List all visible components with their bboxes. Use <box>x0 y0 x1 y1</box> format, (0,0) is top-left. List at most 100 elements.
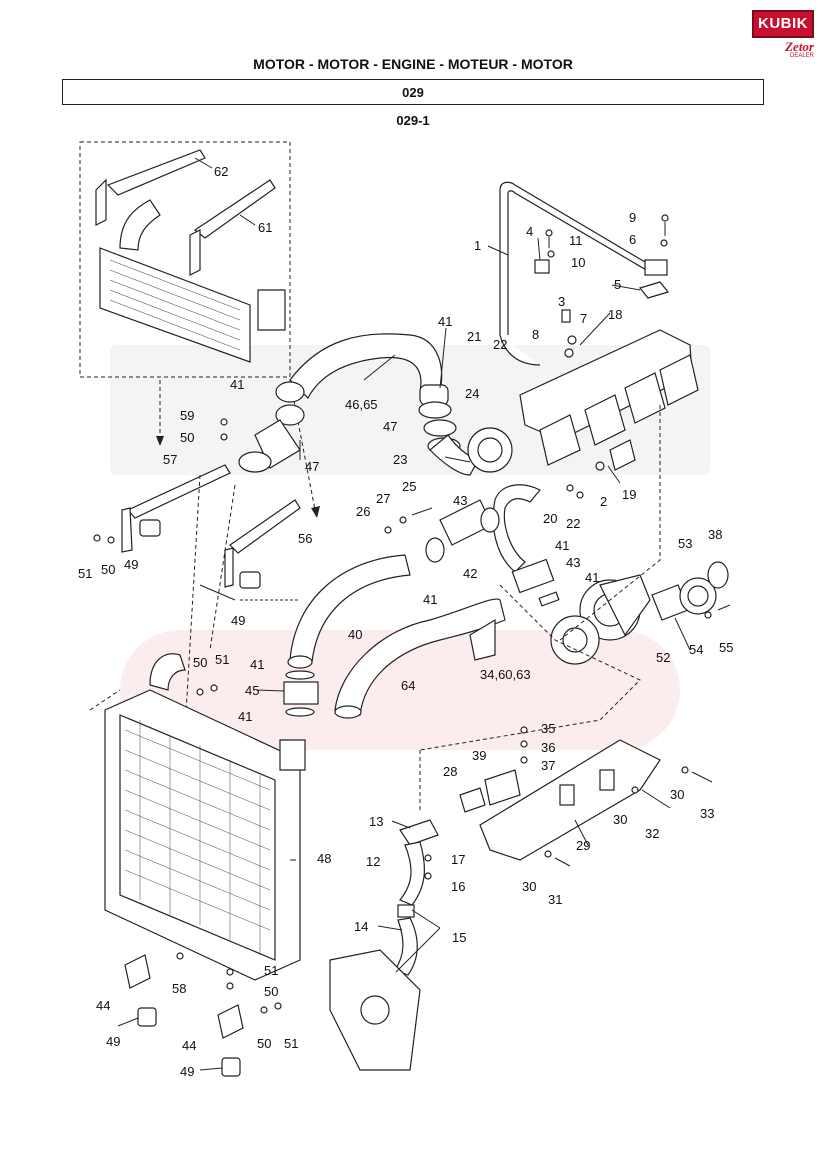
part-labels: 62 61 9 6 1 4 11 10 5 3 7 41 21 22 8 18 … <box>78 164 733 1079</box>
label-58: 58 <box>172 981 186 996</box>
label-42: 42 <box>463 566 477 581</box>
label-22b: 22 <box>566 516 580 531</box>
label-37: 37 <box>541 758 555 773</box>
intercooler-48 <box>104 653 306 981</box>
figure-code: 029-1 <box>396 113 430 128</box>
label-4: 4 <box>526 224 533 239</box>
label-52: 52 <box>656 650 670 665</box>
label-47a: 47 <box>383 419 397 434</box>
label-46-65: 46,65 <box>345 397 378 412</box>
label-51c: 51 <box>264 963 278 978</box>
label-11: 11 <box>569 233 583 248</box>
label-51b: 51 <box>215 652 229 667</box>
label-49c: 49 <box>106 1034 120 1049</box>
label-2: 2 <box>600 494 607 509</box>
label-24: 24 <box>465 386 479 401</box>
logo-brand: Zetor <box>785 39 814 54</box>
exploded-parts-diagram: 62 61 9 6 1 4 11 10 5 3 7 41 21 22 8 18 … <box>78 141 733 1079</box>
label-38: 38 <box>708 527 722 542</box>
label-51d: 51 <box>284 1036 298 1051</box>
label-48: 48 <box>317 851 331 866</box>
label-17: 17 <box>451 852 465 867</box>
label-50d: 50 <box>264 984 278 999</box>
label-49a: 49 <box>124 557 138 572</box>
bolts-and-washers <box>93 214 731 1014</box>
leader-lines <box>117 157 691 1071</box>
kubik-zetor-logo: KUBIK Zetor DEALER <box>752 10 814 59</box>
label-6: 6 <box>629 232 636 247</box>
label-41f: 41 <box>250 657 264 672</box>
label-22a: 22 <box>493 337 507 352</box>
label-29: 29 <box>576 838 590 853</box>
label-33: 33 <box>700 806 714 821</box>
label-44a: 44 <box>96 998 110 1013</box>
label-8: 8 <box>532 327 539 342</box>
label-49b: 49 <box>231 613 245 628</box>
label-41b: 41 <box>230 377 244 392</box>
label-51a: 51 <box>78 566 92 581</box>
label-3: 3 <box>558 294 565 309</box>
label-31: 31 <box>548 892 562 907</box>
label-30c: 30 <box>522 879 536 894</box>
label-5: 5 <box>614 277 621 292</box>
label-44b: 44 <box>182 1038 196 1053</box>
label-12: 12 <box>366 854 380 869</box>
label-9: 9 <box>629 210 636 225</box>
group-code-box: 029 <box>62 79 764 105</box>
label-30a: 30 <box>670 787 684 802</box>
label-41g: 41 <box>238 709 252 724</box>
label-7: 7 <box>580 311 587 326</box>
label-35: 35 <box>541 721 555 736</box>
label-18: 18 <box>608 307 622 322</box>
label-61: 61 <box>258 220 272 235</box>
label-56: 56 <box>298 531 312 546</box>
label-53: 53 <box>678 536 692 551</box>
label-26: 26 <box>356 504 370 519</box>
exhaust-manifold-18 <box>519 329 699 471</box>
label-30b: 30 <box>613 812 627 827</box>
label-43a: 43 <box>453 493 467 508</box>
label-16: 16 <box>451 879 465 894</box>
label-36: 36 <box>541 740 555 755</box>
label-45: 45 <box>245 683 259 698</box>
label-28: 28 <box>443 764 457 779</box>
turbocharger-34-60-63 <box>550 574 651 665</box>
label-50b: 50 <box>101 562 115 577</box>
label-50e: 50 <box>257 1036 271 1051</box>
label-23: 23 <box>393 452 407 467</box>
label-47b: 47 <box>305 459 319 474</box>
label-39: 39 <box>472 748 486 763</box>
label-25: 25 <box>402 479 416 494</box>
label-43b: 43 <box>566 555 580 570</box>
label-41e: 41 <box>423 592 437 607</box>
label-15: 15 <box>452 930 466 945</box>
label-55: 55 <box>719 640 733 655</box>
label-41c: 41 <box>555 538 569 553</box>
logo-tag: DEALER <box>789 53 814 59</box>
inset-intercooler <box>95 149 286 363</box>
label-41a: 41 <box>438 314 452 329</box>
label-1: 1 <box>474 238 481 253</box>
label-20: 20 <box>543 511 557 526</box>
label-50a: 50 <box>180 430 194 445</box>
label-64: 64 <box>401 678 415 693</box>
exhaust-manifold-29 <box>459 739 661 861</box>
label-57: 57 <box>163 452 177 467</box>
label-62: 62 <box>214 164 228 179</box>
label-32: 32 <box>645 826 659 841</box>
inset-detail-box <box>79 141 291 378</box>
label-34-60-63: 34,60,63 <box>480 667 531 682</box>
logo-wordmark: KUBIK <box>752 10 814 38</box>
label-10: 10 <box>571 255 585 270</box>
label-49d: 49 <box>180 1064 194 1079</box>
label-40: 40 <box>348 627 362 642</box>
label-50c: 50 <box>193 655 207 670</box>
label-13: 13 <box>369 814 383 829</box>
label-54: 54 <box>689 642 703 657</box>
label-59: 59 <box>180 408 194 423</box>
label-14: 14 <box>354 919 368 934</box>
label-19: 19 <box>622 487 636 502</box>
label-41d: 41 <box>585 570 599 585</box>
label-21: 21 <box>467 329 481 344</box>
label-27: 27 <box>376 491 390 506</box>
